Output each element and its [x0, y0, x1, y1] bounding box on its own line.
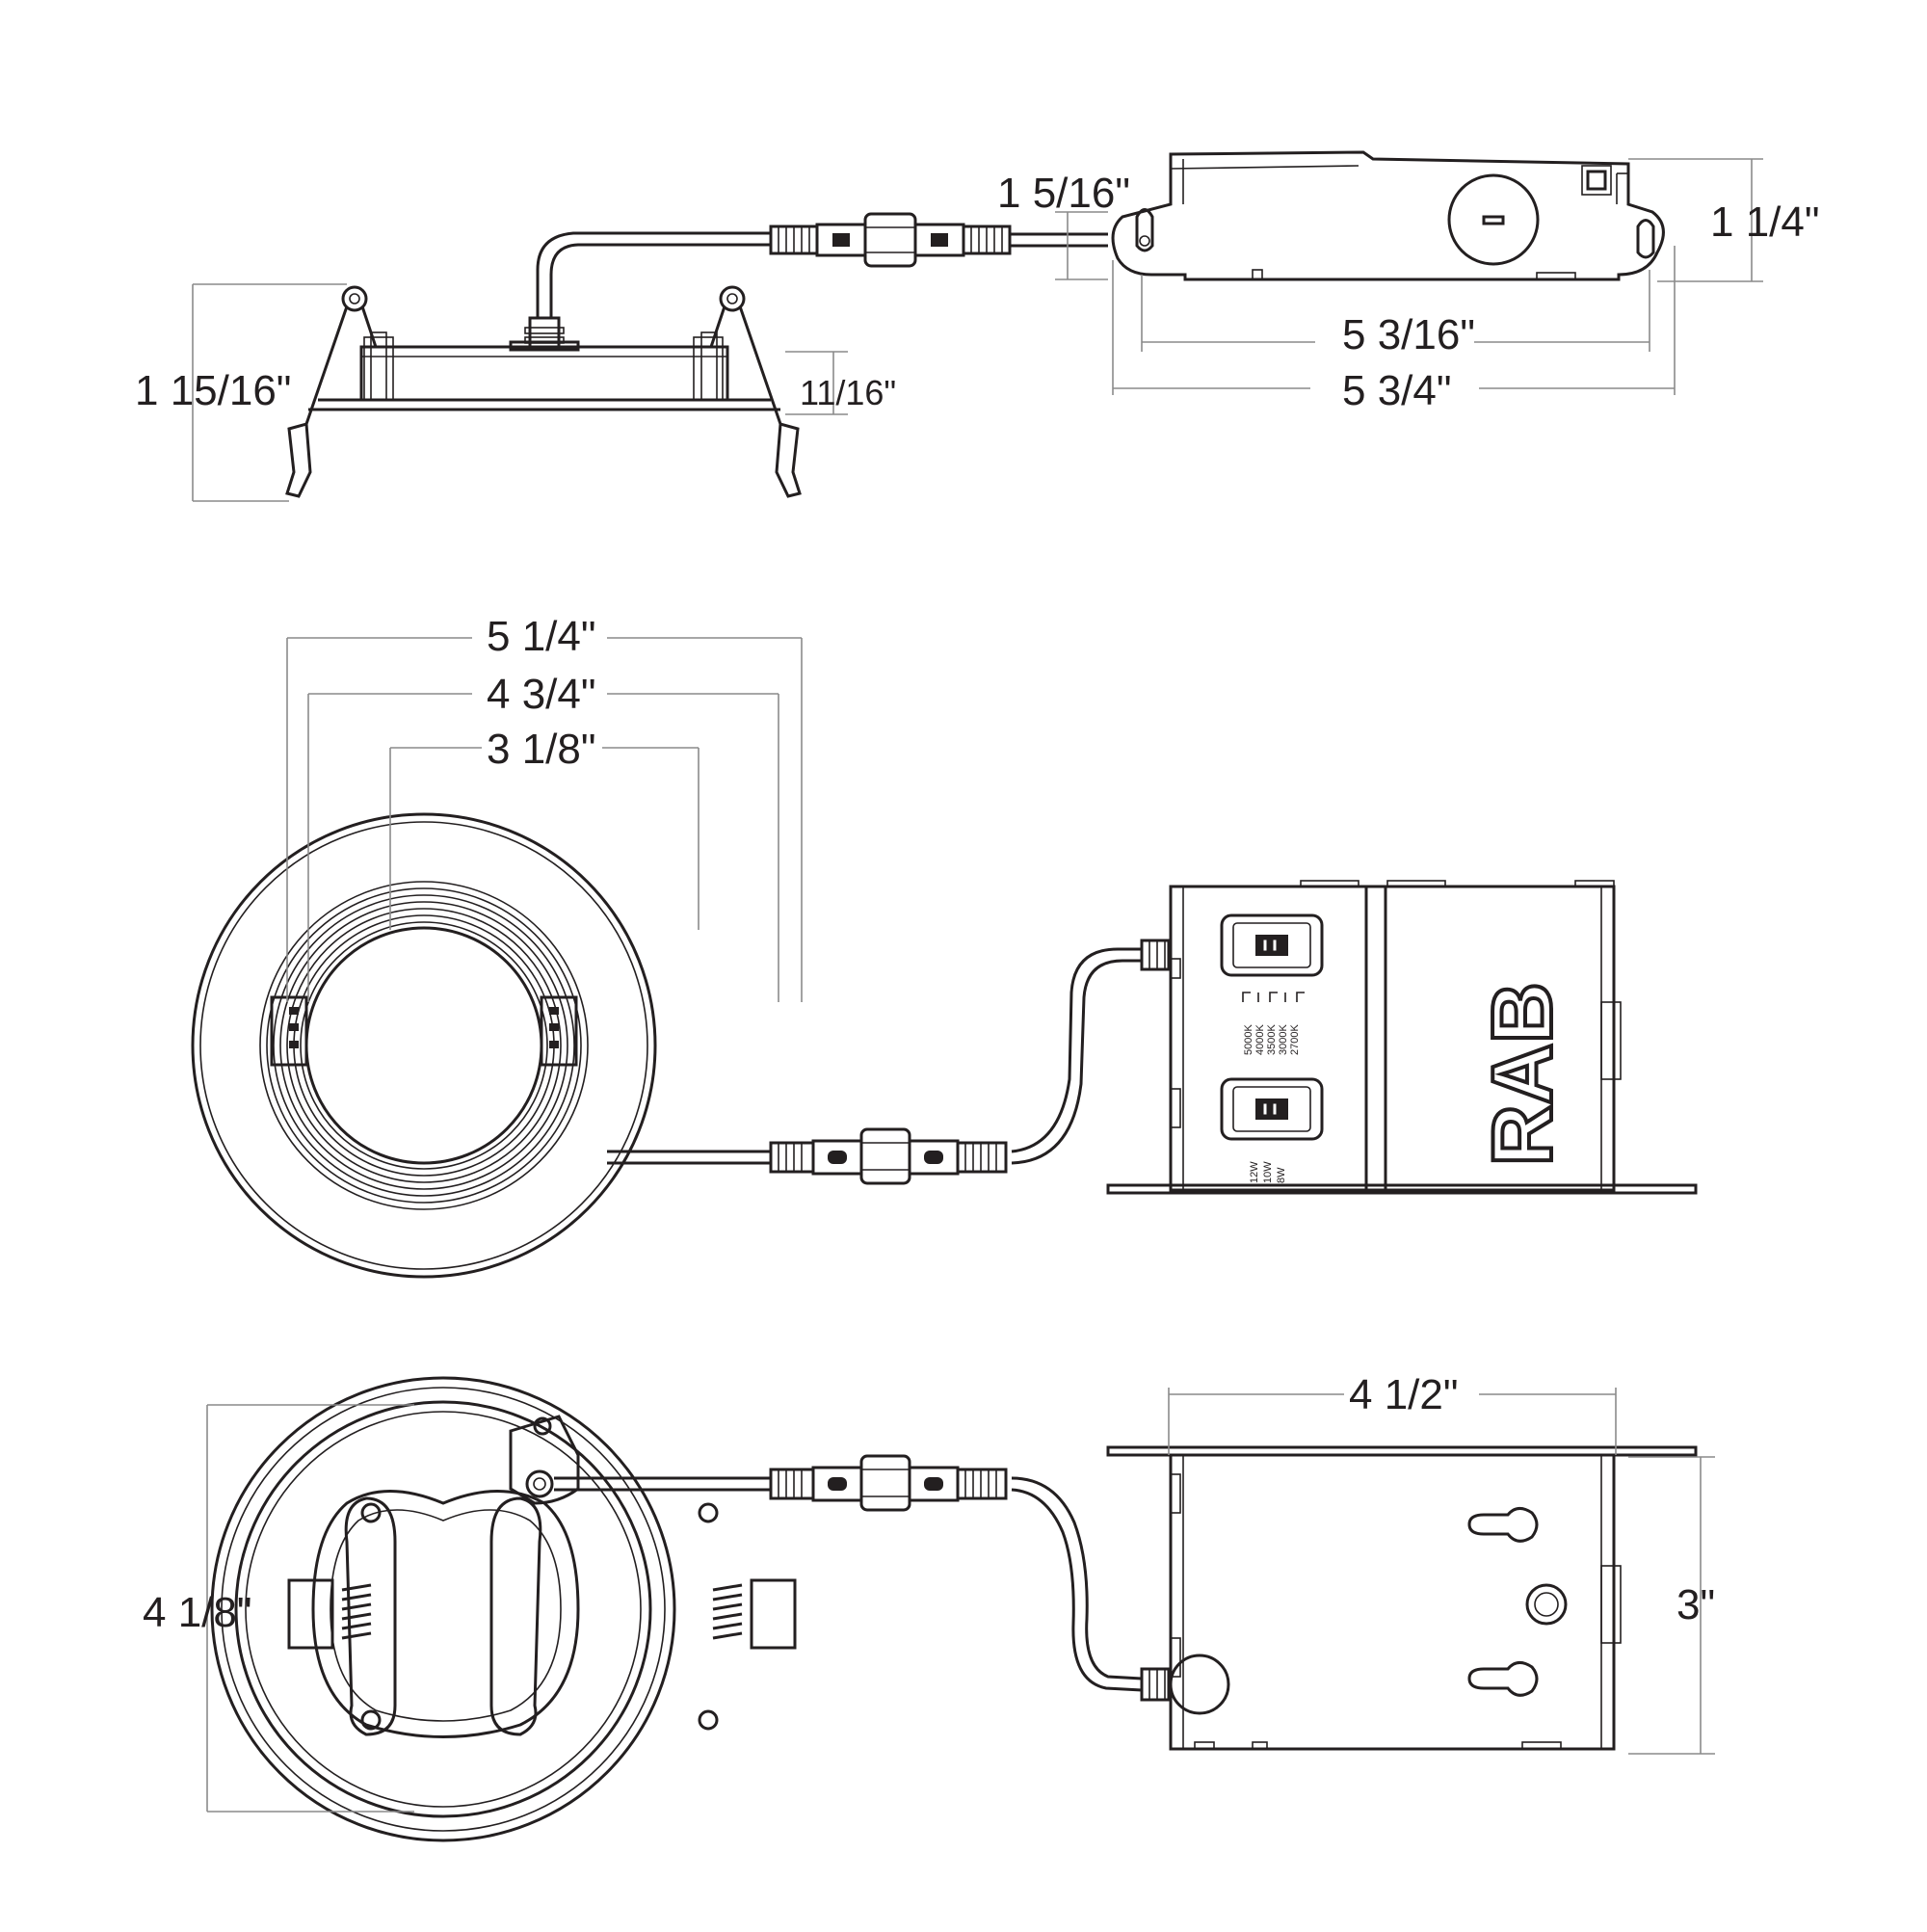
cct-option-1: 4000K: [1254, 1024, 1266, 1055]
wattage-option-2: 8W: [1276, 1167, 1287, 1183]
bottom-view-connector: [769, 1454, 1008, 1512]
side-view-cable: [536, 231, 771, 318]
dim-cutout: 4 1/8": [143, 1589, 251, 1636]
plan-view-driver-box: 5000K 4000K 3500K 3000K 2700K 12W 10W 8W…: [1106, 880, 1698, 1195]
plan-view-trim: [191, 812, 657, 1279]
brand-logo: RAB: [1474, 982, 1570, 1166]
dim-box-width: 4 1/2": [1349, 1371, 1458, 1418]
dim-trim-mid: 4 3/4": [487, 671, 595, 718]
wattage-switch[interactable]: [1220, 1077, 1324, 1141]
side-view-dimension-lines: [192, 158, 1763, 502]
dim-aperture: 3 1/8": [487, 726, 595, 773]
bottom-view-fixture: [210, 1376, 797, 1842]
plan-view-connector: [769, 1127, 1008, 1185]
bottom-view-driver-box: [1106, 1445, 1698, 1751]
dimension-labels: 1 15/16" 11/16" 1 5/16" 1 1/4" 5 3/16" 5…: [135, 170, 1819, 1636]
bottom-view-dimension-lines: [206, 1388, 1715, 1813]
spring-left: [287, 1578, 372, 1650]
wattage-labels: 12W 10W 8W: [1249, 1161, 1287, 1183]
cct-option-2: 3500K: [1266, 1024, 1278, 1055]
plan-view-cable: [607, 939, 1171, 1165]
cct-switch[interactable]: [1220, 913, 1324, 977]
cct-option-4: 2700K: [1289, 1024, 1301, 1055]
cct-option-3: 3000K: [1278, 1024, 1289, 1055]
dim-driver-gap: 1 5/16": [997, 170, 1130, 217]
dim-flange-offset: 11/16": [800, 373, 896, 412]
wattage-option-1: 10W: [1262, 1161, 1274, 1183]
dim-box-height: 3": [1676, 1581, 1715, 1628]
dim-driver-height: 1 1/4": [1710, 198, 1819, 246]
dim-side-height: 1 15/16": [135, 367, 291, 414]
plan-view-dimension-lines: [286, 637, 803, 1002]
dim-trim-outer: 5 1/4": [487, 613, 595, 660]
dim-driver-length: 5 3/4": [1342, 367, 1451, 414]
spring-right: [712, 1578, 797, 1650]
cct-option-0: 5000K: [1243, 1024, 1254, 1055]
side-view-fixture: [285, 285, 802, 498]
side-view-connector: [769, 212, 1108, 268]
cct-labels: 5000K 4000K 3500K 3000K 2700K: [1242, 992, 1305, 1055]
wattage-option-0: 12W: [1249, 1161, 1260, 1183]
dim-driver-inner-length: 5 3/16": [1342, 311, 1475, 358]
side-view-driver-box: [1111, 150, 1665, 281]
